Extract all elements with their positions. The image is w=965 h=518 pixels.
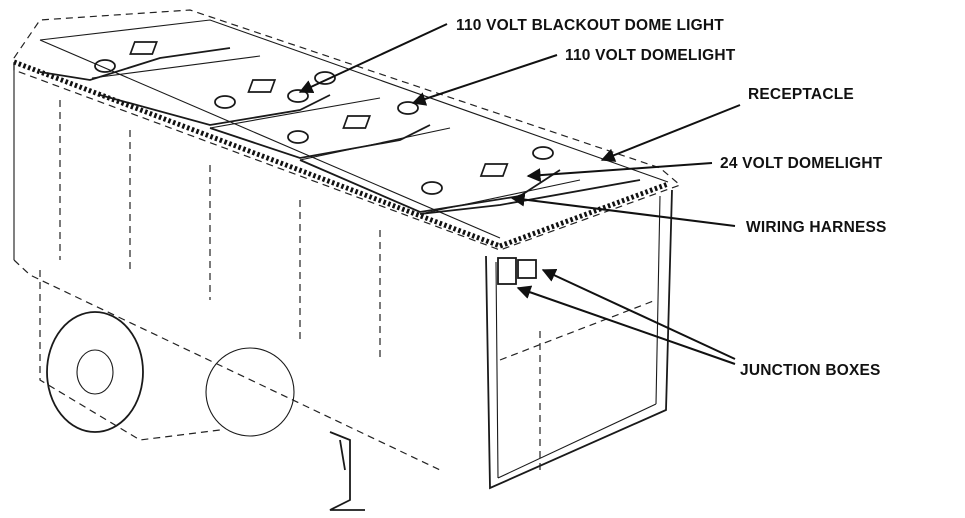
leader-junction-upper [541,268,736,360]
wiring-harness-line [39,47,641,215]
roof-edge-hatch [13,59,501,249]
wheel-rear [205,347,295,437]
front-wall [485,189,673,490]
label-110-volt-domelight: 110 VOLT DOMELIGHT [565,47,736,64]
square-lights [129,41,509,177]
trailer-body [13,9,682,511]
landing-gear [329,431,365,511]
wheel-front [46,311,144,433]
leader-blackout [298,23,448,94]
front-wall-inner [495,195,661,479]
label-junction-boxes: JUNCTION BOXES [740,362,881,379]
roof-top-panel [39,19,669,239]
leader-24-domelight [526,162,713,183]
left-wall-phantom [13,100,441,471]
label-wiring-harness: WIRING HARNESS [746,219,887,236]
roof-seams [91,55,581,215]
chassis [39,270,365,511]
label-blackout-dome-light: 110 VOLT BLACKOUT DOME LIGHT [456,17,724,34]
leader-receptacle [600,104,741,162]
label-24-volt-domelight: 24 VOLT DOMELIGHT [720,155,883,172]
junction-box-lower [517,259,537,279]
label-receptacle: RECEPTACLE [748,86,854,103]
front-wall-phantom [499,299,657,470]
dome-lights [94,59,554,195]
leader-wiring-harness [510,192,736,227]
leader-junction-lower [516,285,736,365]
leader-110-domelight [411,54,558,106]
junction-box-upper [497,257,517,285]
leader-lines [298,23,741,365]
